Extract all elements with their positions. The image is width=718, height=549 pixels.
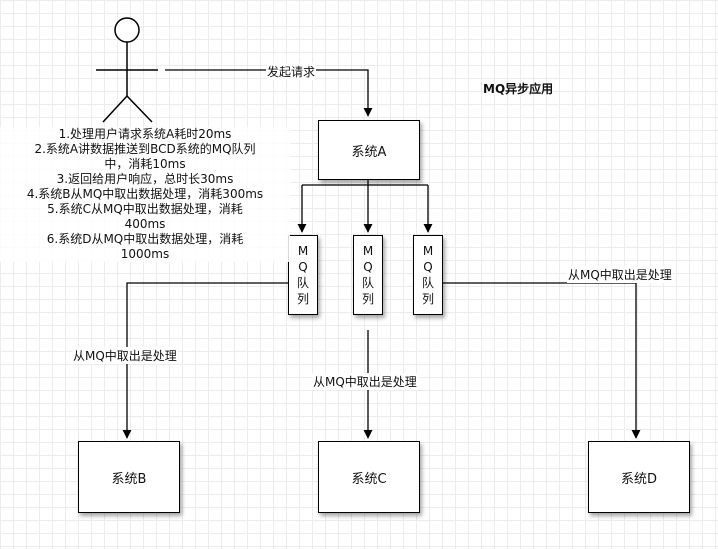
queue-to-d-arrow xyxy=(442,282,641,439)
queue-right-char: Q xyxy=(423,260,433,274)
timing-notes: 1.处理用户请求系统A耗时20ms 2.系统A讲数据推送到BCD系统的MQ队列 … xyxy=(0,127,290,262)
note-line: 4.系统B从MQ中取出数据处理，消耗300ms xyxy=(26,187,264,201)
queue-left: M Q 队 列 xyxy=(288,235,318,315)
note-line: 1000ms xyxy=(120,247,170,261)
note-line: 中，消耗10ms xyxy=(104,157,186,171)
note-line: 3.返回给用户响应，总时长30ms xyxy=(56,172,234,186)
queue-middle-char: Q xyxy=(363,260,373,274)
queue-middle-char: M xyxy=(362,244,374,258)
node-system-d: 系统D xyxy=(588,441,690,513)
queue-middle: M Q 队 列 xyxy=(353,235,383,315)
note-line: 400ms xyxy=(124,217,166,231)
queue-middle-char: 列 xyxy=(361,292,374,306)
queue-right: M Q 队 列 xyxy=(413,235,443,315)
note-line: 6.系统D从MQ中取出数据处理，消耗 xyxy=(46,232,244,246)
queue-right-char: 列 xyxy=(421,292,434,306)
edge-label-to-b: 从MQ中取出是处理 xyxy=(72,347,178,364)
queue-left-char: Q xyxy=(298,260,308,274)
queue-left-char: M xyxy=(297,244,309,258)
node-system-b: 系统B xyxy=(78,441,180,513)
note-line: 2.系统A讲数据推送到BCD系统的MQ队列 xyxy=(34,142,256,156)
request-arrow xyxy=(165,69,373,117)
note-line: 5.系统C从MQ中取出数据处理，消耗 xyxy=(47,202,243,216)
queue-left-char: 队 xyxy=(296,276,309,290)
queue-left-char: 列 xyxy=(296,292,309,306)
node-system-a: 系统A xyxy=(318,120,420,180)
queue-right-char: 队 xyxy=(421,276,434,290)
edge-label-to-c: 从MQ中取出是处理 xyxy=(312,373,418,390)
edge-label-to-d: 从MQ中取出是处理 xyxy=(567,266,673,283)
queue-to-b-arrow xyxy=(122,282,288,439)
user-actor-icon xyxy=(96,17,158,123)
diagram-title: MQ异步应用 xyxy=(483,82,554,96)
node-system-c: 系统C xyxy=(318,441,420,513)
queue-right-char: M xyxy=(422,244,434,258)
note-line: 1.处理用户请求系统A耗时20ms xyxy=(58,127,232,141)
queue-middle-char: 队 xyxy=(361,276,374,290)
request-label: 发起请求 xyxy=(266,63,317,80)
